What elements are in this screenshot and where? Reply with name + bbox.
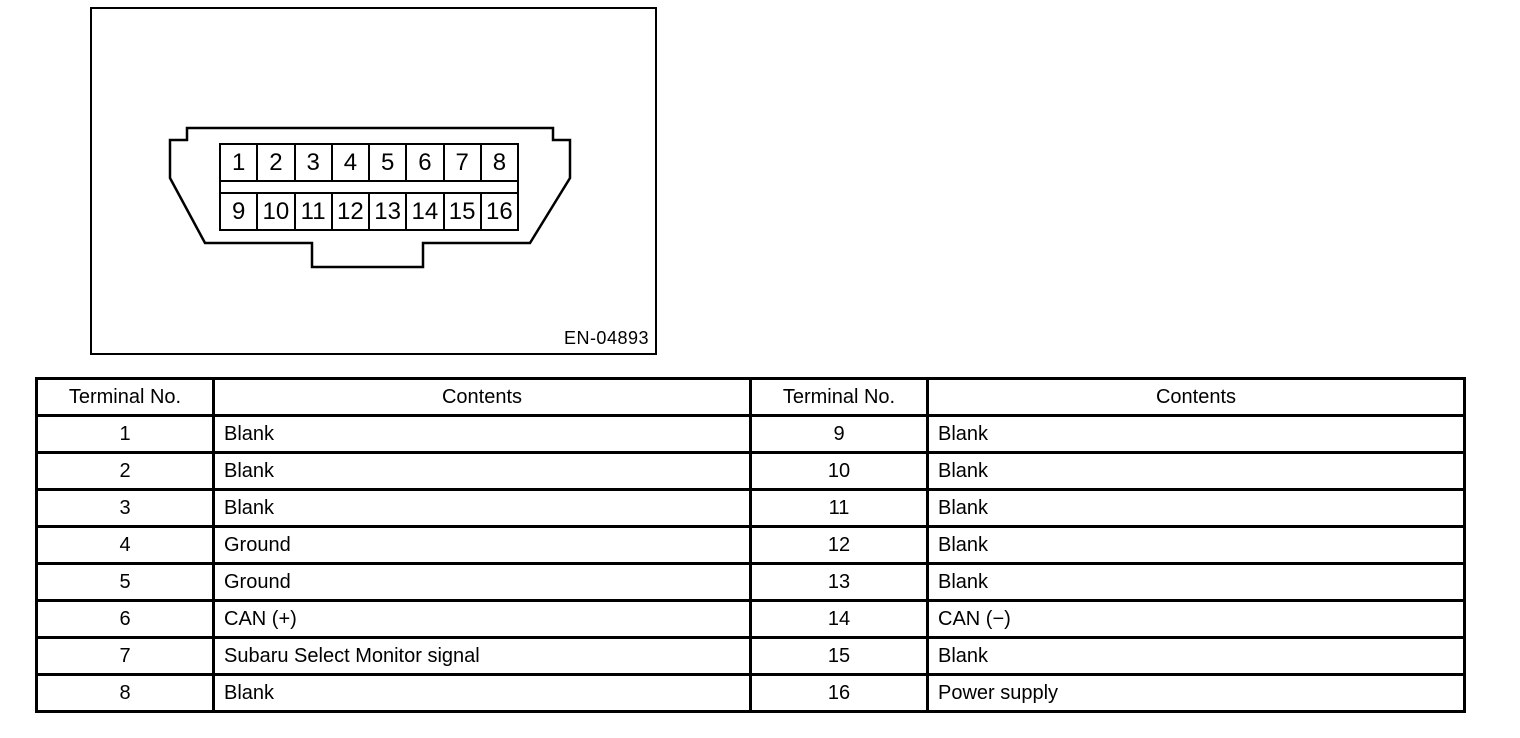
terminal-cell: 11 xyxy=(749,488,929,528)
pin-13: 13 xyxy=(368,194,405,229)
table-row: 9 Blank xyxy=(749,414,1466,454)
contents-cell: Blank xyxy=(212,414,752,454)
contents-cell: Subaru Select Monitor signal xyxy=(212,636,752,676)
terminal-cell: 6 xyxy=(35,599,215,639)
table-row: 2 Blank xyxy=(35,451,752,491)
pin-row-bottom: 9 10 11 12 13 14 15 16 xyxy=(221,194,517,229)
pin-9: 9 xyxy=(231,197,246,225)
terminal-cell: 12 xyxy=(749,525,929,565)
pin-2: 2 xyxy=(256,145,293,180)
pin-16: 16 xyxy=(479,194,517,229)
pin-4: 4 xyxy=(330,145,368,180)
contents-cell: Blank xyxy=(926,414,1466,454)
terminal-cell: 1 xyxy=(35,414,215,454)
terminal-cell: 4 xyxy=(35,525,215,565)
table-row: 15 Blank xyxy=(749,636,1466,676)
column-header-contents: Contents xyxy=(926,377,1466,417)
pin-15: 15 xyxy=(442,194,480,229)
terminal-cell: 3 xyxy=(35,488,215,528)
pin-row-top: 1 2 3 4 5 6 7 8 xyxy=(221,145,517,180)
figure-code: EN-04893 xyxy=(563,328,649,348)
connector-figure-frame: 1 2 3 4 5 6 7 8 9 10 11 12 13 14 15 16 E… xyxy=(90,7,657,355)
table-row: 12 Blank xyxy=(749,525,1466,565)
contents-cell: Blank xyxy=(926,488,1466,528)
header-row: Terminal No. Contents xyxy=(35,377,752,417)
table-row: 6 CAN (+) xyxy=(35,599,752,639)
header-row: Terminal No. Contents xyxy=(749,377,1466,417)
contents-cell: Ground xyxy=(212,525,752,565)
contents-cell: Blank xyxy=(926,451,1466,491)
contents-cell: Power supply xyxy=(926,673,1466,713)
table-row: 4 Ground xyxy=(35,525,752,565)
terminal-table-left: Terminal No. Contents 1 Blank 2 Blank 3 … xyxy=(35,377,752,713)
terminal-cell: 10 xyxy=(749,451,929,491)
terminal-tables: Terminal No. Contents 1 Blank 2 Blank 3 … xyxy=(35,377,1466,713)
pin-7: 7 xyxy=(442,145,480,180)
terminal-cell: 16 xyxy=(749,673,929,713)
pin-10: 10 xyxy=(256,194,293,229)
pin-12: 12 xyxy=(330,194,368,229)
table-row: 3 Blank xyxy=(35,488,752,528)
terminal-cell: 9 xyxy=(749,414,929,454)
terminal-cell: 8 xyxy=(35,673,215,713)
contents-cell: Blank xyxy=(926,525,1466,565)
table-row: 13 Blank xyxy=(749,562,1466,602)
contents-cell: Blank xyxy=(926,562,1466,602)
pin-5: 5 xyxy=(368,145,405,180)
pin-14: 14 xyxy=(405,194,442,229)
table-row: 8 Blank xyxy=(35,673,752,713)
table-row: 1 Blank xyxy=(35,414,752,454)
table-row: 16 Power supply xyxy=(749,673,1466,713)
pin-row-divider xyxy=(221,180,517,194)
table-row: 11 Blank xyxy=(749,488,1466,528)
table-row: 10 Blank xyxy=(749,451,1466,491)
terminal-cell: 7 xyxy=(35,636,215,676)
contents-cell: Ground xyxy=(212,562,752,602)
terminal-cell: 5 xyxy=(35,562,215,602)
connector-pin-grid: 1 2 3 4 5 6 7 8 9 10 11 12 13 14 15 16 xyxy=(219,143,519,231)
contents-cell: Blank xyxy=(212,488,752,528)
contents-cell: Blank xyxy=(212,673,752,713)
terminal-table-right: Terminal No. Contents 9 Blank 10 Blank 1… xyxy=(749,377,1466,713)
contents-cell: Blank xyxy=(926,636,1466,676)
column-header-terminal: Terminal No. xyxy=(749,377,929,417)
table-row: 14 CAN (−) xyxy=(749,599,1466,639)
column-header-contents: Contents xyxy=(212,377,752,417)
pin-11: 11 xyxy=(293,194,331,229)
pin-6: 6 xyxy=(405,145,442,180)
table-row: 7 Subaru Select Monitor signal xyxy=(35,636,752,676)
pin-1: 1 xyxy=(231,148,246,176)
pin-8: 8 xyxy=(479,145,517,180)
table-row: 5 Ground xyxy=(35,562,752,602)
terminal-cell: 13 xyxy=(749,562,929,602)
contents-cell: CAN (−) xyxy=(926,599,1466,639)
pin-3: 3 xyxy=(293,145,331,180)
terminal-cell: 2 xyxy=(35,451,215,491)
terminal-cell: 15 xyxy=(749,636,929,676)
contents-cell: Blank xyxy=(212,451,752,491)
contents-cell: CAN (+) xyxy=(212,599,752,639)
column-header-terminal: Terminal No. xyxy=(35,377,215,417)
terminal-cell: 14 xyxy=(749,599,929,639)
